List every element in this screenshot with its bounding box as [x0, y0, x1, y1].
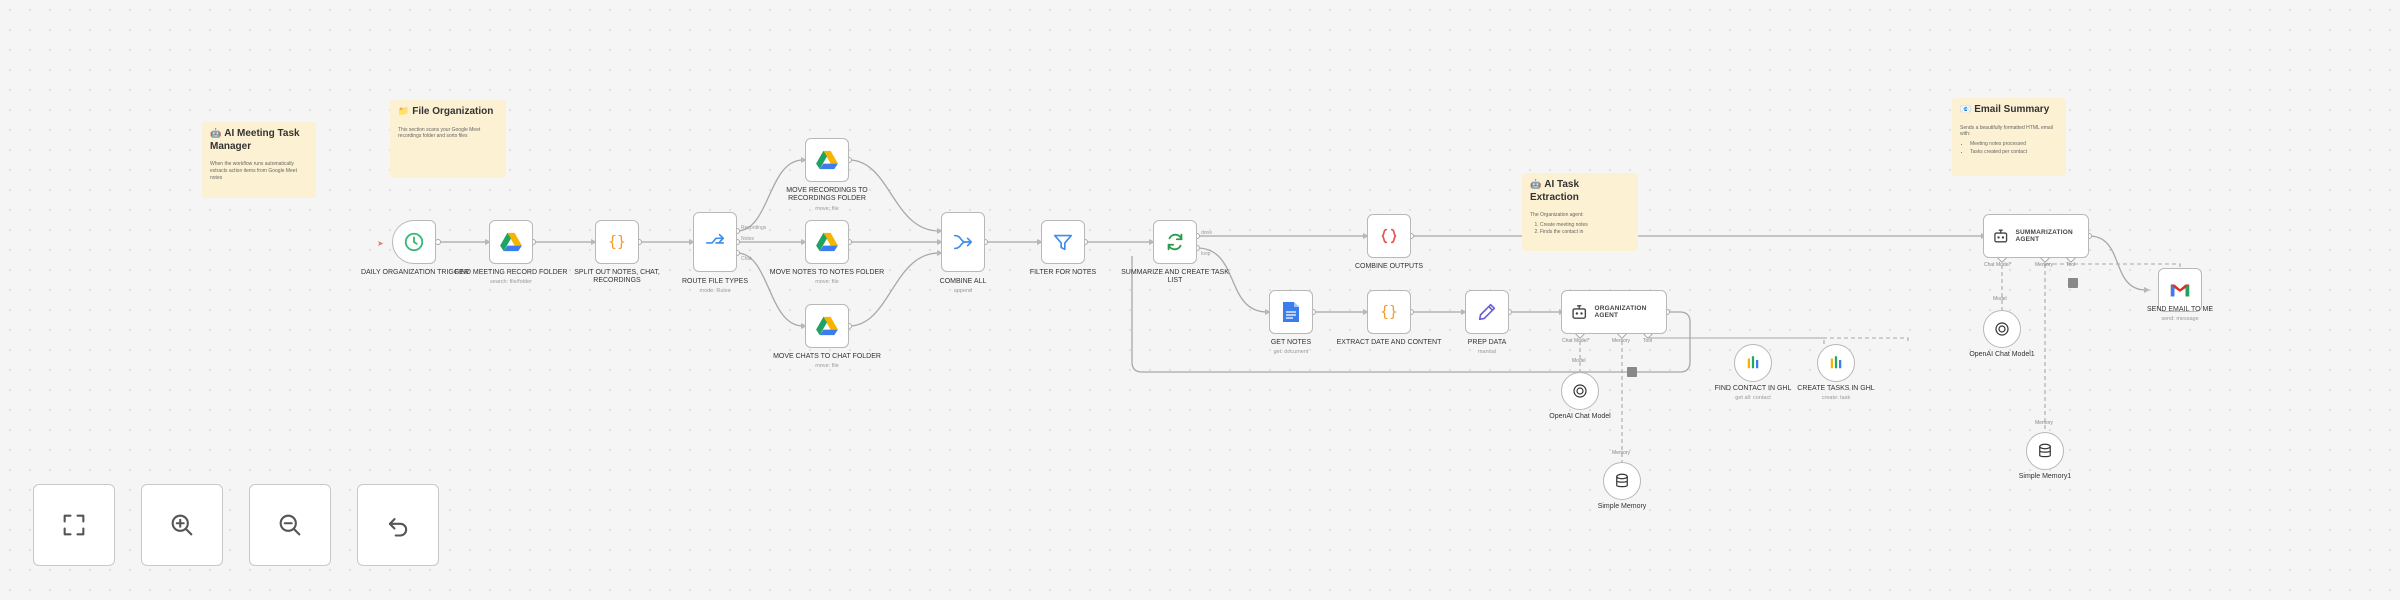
- loop-label: SUMMARIZE AND CREATE TASK LIST: [1121, 269, 1229, 285]
- edge-chat-combine[interactable]: [848, 252, 940, 327]
- zoom-in-icon: [171, 514, 193, 536]
- combine-outputs-label: COMBINE OUTPUTS: [1354, 263, 1424, 270]
- robot-icon: [1994, 229, 2008, 243]
- find-contact-ghl-node[interactable]: [1734, 344, 1772, 382]
- database-icon: [2039, 443, 2051, 458]
- filter-for-notes-node[interactable]: [1041, 220, 1085, 264]
- edge-agent-loop-back[interactable]: [1131, 256, 1691, 373]
- email-emoji-icon: 📧: [1960, 104, 1972, 114]
- edge-route-chat[interactable]: [736, 252, 804, 327]
- openai-icon: [1995, 322, 2009, 336]
- fit-view-button[interactable]: [33, 484, 115, 566]
- svg-text:{}: {}: [608, 234, 626, 251]
- trigger-label: DAILY ORGANIZATION TRIGGER: [361, 269, 469, 276]
- simple-memory1-node[interactable]: [2026, 432, 2064, 470]
- split-label: SPLIT OUT NOTES, CHAT, RECORDINGS: [574, 269, 660, 285]
- google-drive-icon: [816, 316, 838, 336]
- find-meeting-record-folder-node[interactable]: [489, 220, 533, 264]
- edge-route-rec[interactable]: [736, 159, 804, 232]
- reset-zoom-button[interactable]: [357, 484, 439, 566]
- robot-icon: [1572, 305, 1587, 319]
- send-email-node[interactable]: [2158, 268, 2202, 312]
- fit-view-icon: [63, 514, 85, 536]
- openai-chat-model1-node[interactable]: [1983, 310, 2021, 348]
- edge-summarize-email[interactable]: [2088, 235, 2147, 291]
- prep-data-node[interactable]: [1465, 290, 1509, 334]
- edge-createtasks-agent[interactable]: [1648, 337, 1909, 344]
- sticky-note-task-extraction[interactable]: 🤖AI Task Extraction The Organization age…: [1522, 173, 1638, 251]
- folder-emoji-icon: 📁: [398, 106, 410, 116]
- simple-memory-node[interactable]: [1603, 462, 1641, 500]
- json-braces-icon: {}: [608, 234, 626, 251]
- move-chats-node[interactable]: [805, 304, 849, 348]
- google-drive-icon: [816, 232, 838, 252]
- extract-label: EXTRACT DATE AND CONTENT: [1336, 339, 1442, 346]
- database-icon: [1616, 473, 1628, 488]
- google-drive-icon: [816, 150, 838, 170]
- google-drive-icon: [500, 232, 522, 252]
- split-out-notes-node[interactable]: {}: [595, 220, 639, 264]
- loop-icon: [1167, 233, 1183, 251]
- reset-zoom-icon: [388, 518, 408, 537]
- trigger-start-arrow-icon: ➤: [377, 239, 384, 248]
- move-recordings-node[interactable]: [805, 138, 849, 182]
- pencil-icon: [1478, 303, 1496, 321]
- edge-findcontact-agent[interactable]: [1647, 334, 1825, 344]
- combine-outputs-node[interactable]: [1367, 214, 1411, 258]
- filter-label: FILTER FOR NOTES: [1029, 269, 1097, 276]
- move-notes-node[interactable]: [805, 220, 849, 264]
- summarization-agent-node[interactable]: SUMMARIZATION AGENT: [1983, 214, 2089, 258]
- clock-icon: [404, 232, 424, 252]
- summarize-loop-node[interactable]: [1153, 220, 1197, 264]
- ghl-sheets-icon: [1747, 356, 1759, 369]
- robot-emoji-icon: 🤖: [1530, 179, 1542, 189]
- zoom-out-icon: [279, 514, 301, 536]
- sticky-note-manager[interactable]: 🤖AI Meeting Task Manager When the workfl…: [202, 122, 316, 198]
- sticky-note-file[interactable]: 📁File Organization This section scans yo…: [390, 100, 506, 178]
- route-switch-icon: [705, 233, 725, 244]
- filter-icon: [1053, 234, 1073, 251]
- edge-rec-combine[interactable]: [848, 159, 940, 232]
- openai-chat-model-node[interactable]: [1561, 372, 1599, 410]
- code-icon: [1381, 228, 1397, 244]
- zoom-in-button[interactable]: [141, 484, 223, 566]
- get-notes-node[interactable]: [1269, 290, 1313, 334]
- combine-all-node[interactable]: [941, 212, 985, 272]
- route-file-types-node[interactable]: [693, 212, 737, 272]
- robot-emoji-icon: 🤖: [210, 128, 222, 138]
- svg-text:{}: {}: [1380, 304, 1398, 321]
- gmail-icon: [2170, 284, 2190, 297]
- daily-organization-trigger-node[interactable]: [392, 220, 436, 264]
- organization-agent-node[interactable]: ORGANIZATION AGENT: [1561, 290, 1667, 334]
- zoom-out-button[interactable]: [249, 484, 331, 566]
- sticky-note-email-summary[interactable]: 📧Email Summary Sends a beautifully forma…: [1952, 98, 2066, 176]
- json-braces-icon: {}: [1380, 304, 1398, 321]
- openai-icon: [1573, 384, 1587, 398]
- merge-icon: [953, 234, 973, 250]
- google-docs-icon: [1283, 302, 1299, 322]
- edge-loop-getnotes[interactable]: [1196, 247, 1268, 313]
- ghl-sheets-icon: [1830, 356, 1842, 369]
- extract-date-content-node[interactable]: {}: [1367, 290, 1411, 334]
- create-tasks-ghl-node[interactable]: [1817, 344, 1855, 382]
